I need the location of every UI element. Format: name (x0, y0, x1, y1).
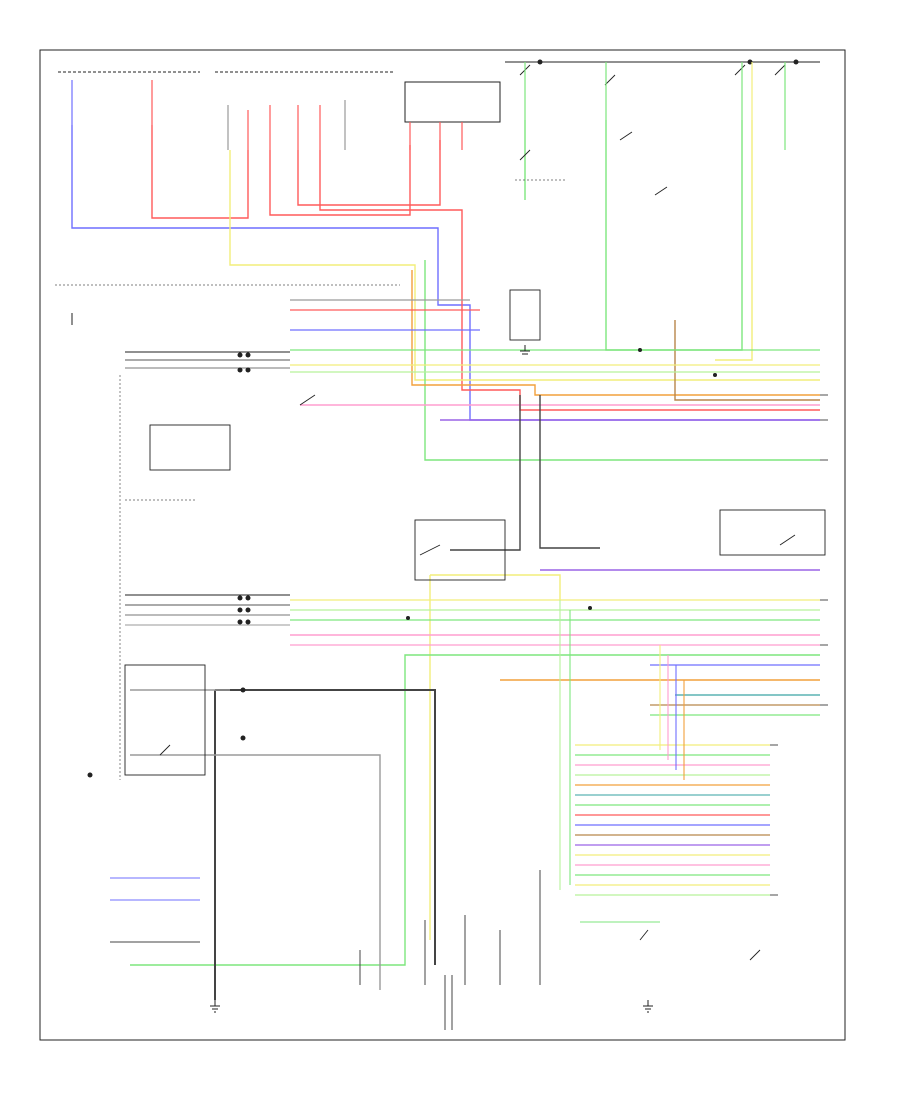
wire-yellow-1 (229, 150, 820, 381)
wire-dark-2 (214, 689, 436, 1000)
connector-dots (87, 59, 799, 778)
wires (71, 120, 820, 1000)
wire-red-4 (319, 150, 820, 411)
vertical-fan (559, 600, 685, 890)
wire-red-3 (297, 140, 441, 206)
wire-yellow-3 (429, 574, 561, 940)
switch-symbols (159, 64, 796, 961)
wire-pink-1 (290, 404, 820, 636)
wire-green-1 (424, 120, 820, 461)
fuse-drops (71, 62, 786, 150)
left-front-switch-box (124, 664, 206, 776)
top-fuse-box (58, 61, 820, 123)
right-bus-middle (290, 599, 820, 716)
wire-orange-1 (411, 270, 820, 396)
right-relay-box (719, 509, 826, 556)
wire-green-3 (130, 654, 820, 966)
right-connector-pins (770, 394, 828, 896)
wire-red-2 (269, 145, 411, 216)
wire-dark-1 (450, 395, 600, 551)
key-switch-box (149, 424, 231, 471)
wire-gray-1 (130, 689, 381, 990)
wire-brown-1 (674, 320, 820, 401)
wire-yellow-2 (715, 120, 753, 361)
left-harness (125, 351, 290, 626)
dashed-separators (55, 179, 565, 780)
wire-red-1 (151, 125, 249, 219)
ground-symbols (71, 313, 653, 1013)
diagram-frame (39, 49, 846, 1041)
range-switch-box (414, 519, 506, 581)
wire-violet-1 (440, 419, 820, 571)
component-blocks (124, 289, 826, 776)
relay-box (509, 289, 541, 341)
right-bus-lower (575, 744, 770, 896)
wire-blue-1 (71, 125, 820, 421)
right-bus-upper (290, 299, 820, 373)
lower-connectors (110, 870, 660, 1030)
wire-green-2 (605, 120, 743, 351)
